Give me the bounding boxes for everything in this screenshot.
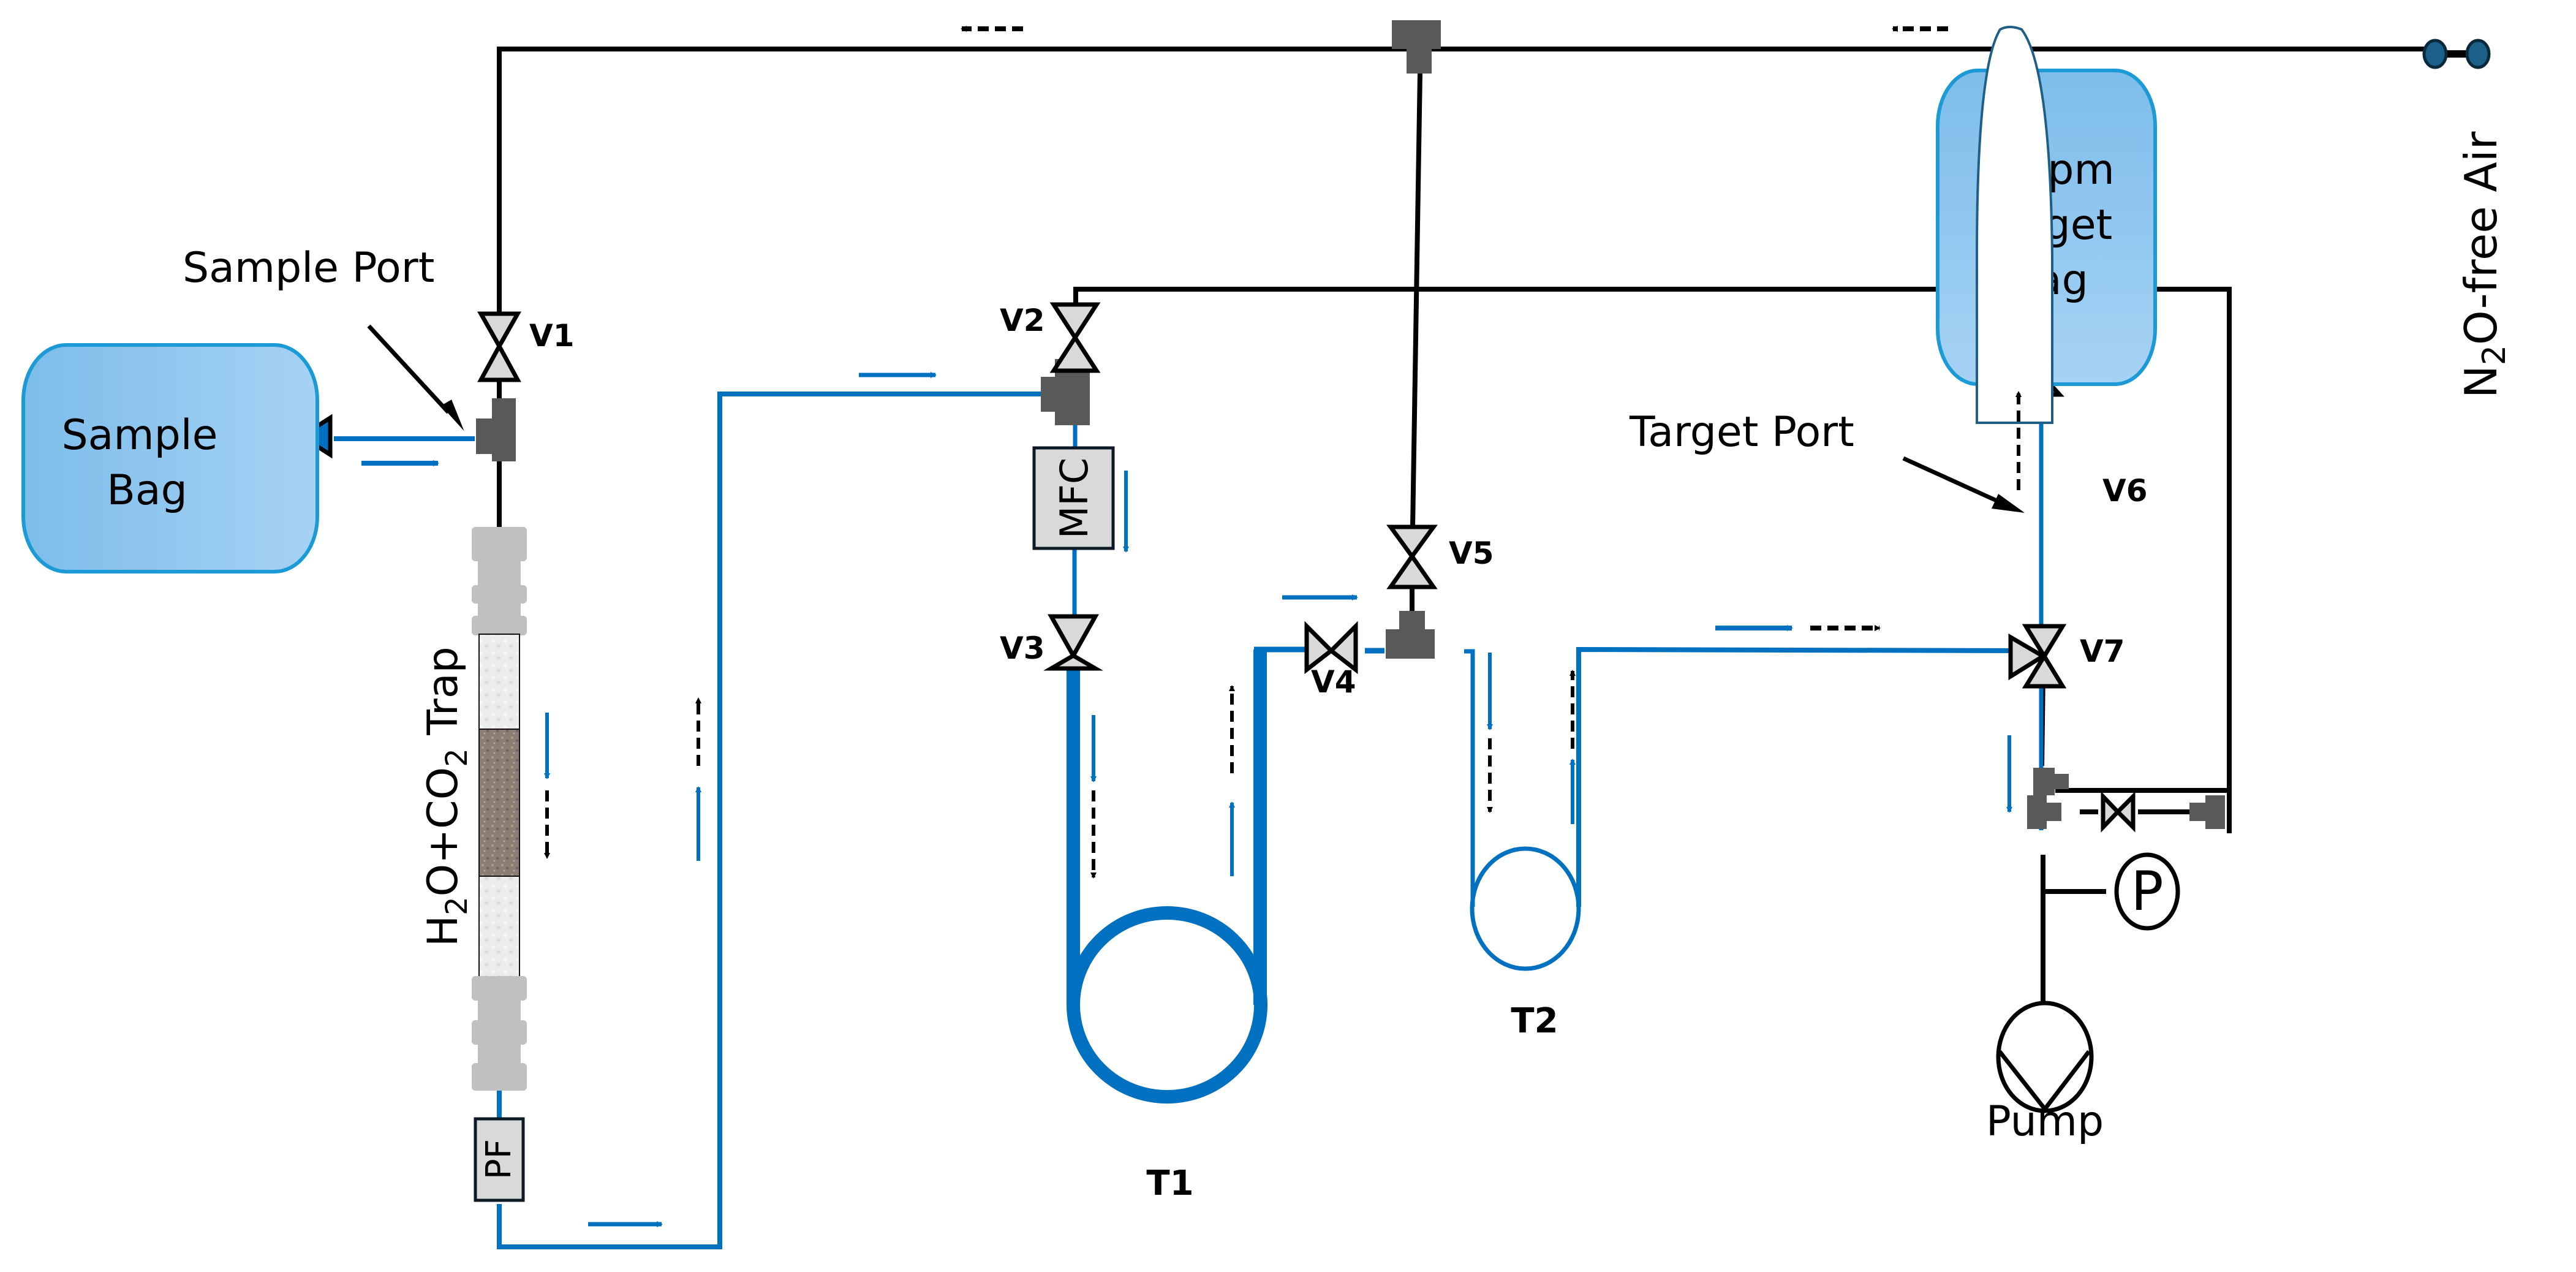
trap-t2-label: T2 (1511, 1001, 1558, 1041)
h2o-co2-trap: H2O+CO2 Trap (419, 527, 527, 1091)
valve-v4[interactable] (1304, 621, 1358, 675)
mid-air-line-right (2055, 287, 2232, 793)
sample-bag-label-1: Sample (62, 411, 218, 460)
pf-to-mfc-line (497, 392, 1041, 1249)
sample-bag-label-2: Bag (107, 466, 187, 515)
trap-top-fitting (472, 527, 527, 635)
sample-bag[interactable]: Sample Bag (21, 343, 319, 574)
target-port-label: Target Port (1629, 408, 1854, 456)
trap-t1-label: T1 (1146, 1164, 1193, 1203)
t2-left-leg (1464, 649, 1475, 907)
valve-label-v7: V7 (2080, 634, 2125, 669)
right-tee (2189, 795, 2225, 829)
pressure-gauge: P (2114, 852, 2180, 931)
sample-port-tee (476, 398, 516, 461)
pressure-gauge-label: P (2131, 860, 2163, 923)
air-lines (497, 47, 2444, 1005)
valve-label-v2: V2 (1000, 303, 1045, 338)
sample-port-pointer (367, 324, 464, 431)
valve-label-v6: V6 (2102, 473, 2148, 509)
trap-bottom-fitting (472, 976, 527, 1091)
valve-label-v3: V3 (1000, 630, 1045, 666)
valve-v5[interactable] (1386, 524, 1438, 589)
n2o-free-air-cylinder[interactable]: N2O-free Air (1976, 26, 2513, 424)
cylinder-regulator-knob-1 (2422, 39, 2448, 69)
trap-tube-bottom-wool (478, 876, 520, 981)
lower-tee (2033, 768, 2069, 795)
valve-v2[interactable] (1049, 302, 1101, 373)
t2-coil (1470, 846, 1581, 971)
target-port-pointer (1902, 456, 2025, 513)
sample-port-label: Sample Port (183, 244, 434, 292)
cylinder-label: N2O-free Air (2455, 131, 2513, 398)
center-tee-down-line (1410, 73, 1422, 528)
valve-labels: V1 V2 V3 V4 V5 V6 V7 T1 T2 (529, 303, 2148, 1203)
t2-right-leg (1576, 646, 2019, 907)
particle-filter: PF (474, 1117, 525, 1202)
top-air-line (497, 47, 2444, 331)
pump-label: Pump (1986, 1097, 2104, 1146)
cylinder-regulator-knob-2 (2465, 39, 2491, 69)
valve-label-v5: V5 (1449, 536, 1494, 571)
valve-v7[interactable] (2008, 624, 2067, 689)
t1-coil (1067, 906, 1267, 1104)
top-center-tee (1392, 20, 1441, 74)
trap-tube-top-wool (478, 634, 520, 730)
trap-packing (478, 729, 520, 877)
pump[interactable]: Pump (1986, 1001, 2104, 1146)
mfc-label: MFC (1052, 458, 1097, 539)
valve-label-v4: V4 (1311, 664, 1356, 700)
valves (270, 302, 2136, 833)
valve-v1[interactable] (477, 311, 522, 382)
pf-label: PF (479, 1139, 519, 1179)
v5-tee (1386, 611, 1435, 659)
mass-flow-controller[interactable]: MFC (1032, 446, 1115, 550)
flow-arrows (361, 26, 2022, 1227)
valve-v6[interactable] (2101, 791, 2136, 833)
valve-v3[interactable] (1043, 614, 1103, 671)
trap-label: H2O+CO2 Trap (419, 646, 474, 947)
mid-air-line-left (1073, 287, 1939, 306)
target-port-tee (2027, 795, 2061, 829)
valve-label-v1: V1 (529, 318, 575, 354)
